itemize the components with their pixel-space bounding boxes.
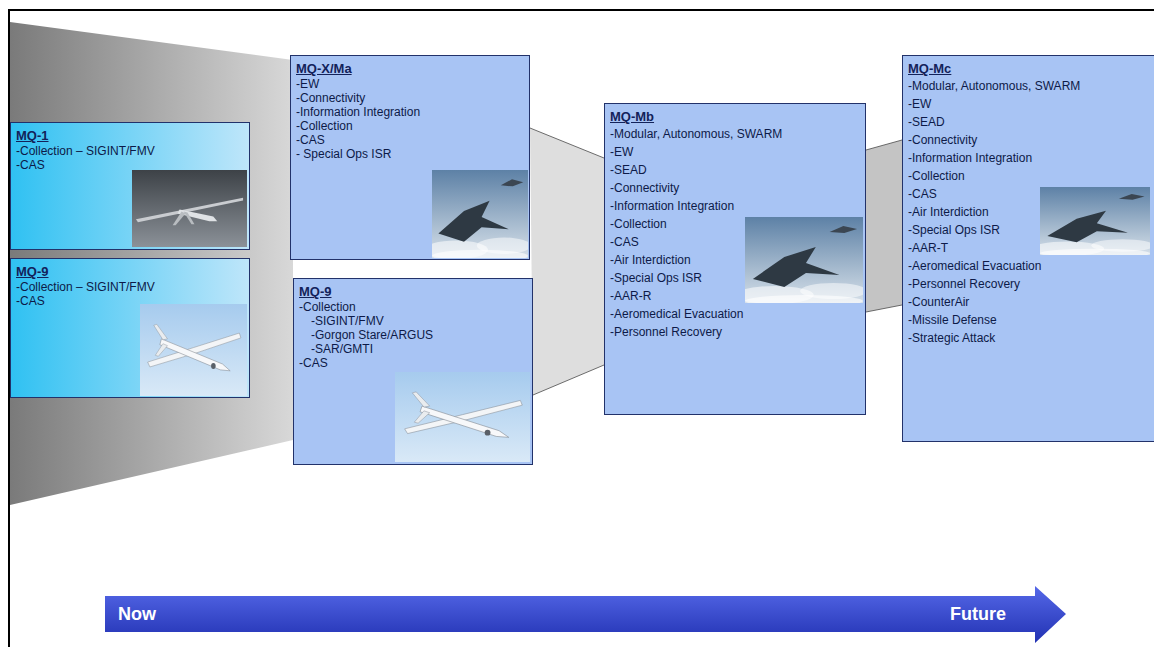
capability-item: -SAR/GMTI xyxy=(311,342,373,356)
drone-box: MQ-Mc-Modular, Autonomous, SWARM-EW-SEAD… xyxy=(902,55,1154,442)
drone-box: MQ-1-Collection – SIGINT/FMV-CAS xyxy=(10,122,250,250)
capability-item: -Missile Defense xyxy=(908,311,997,329)
box-fill xyxy=(293,278,533,465)
capability-item: -Information Integration xyxy=(908,149,1032,167)
box-fill xyxy=(902,55,1154,442)
capability-item: -Personnel Recovery xyxy=(908,275,1020,293)
capability-item: -SEAD xyxy=(610,161,647,179)
timeline-label: Now xyxy=(118,603,156,625)
capability-item: -Air Interdiction xyxy=(610,251,691,269)
box-heading: MQ-1 xyxy=(16,128,49,144)
drone-box: MQ-9-Collection – SIGINT/FMV-CAS xyxy=(10,258,250,398)
funnel-band xyxy=(530,128,604,395)
frame-line xyxy=(8,9,1154,11)
funnel-band xyxy=(866,140,902,312)
drone-photo xyxy=(140,304,247,396)
capability-item: -Information Integration xyxy=(296,105,420,119)
funnel-edge xyxy=(530,128,604,158)
capability-item: -CAS xyxy=(908,185,937,203)
box-fill xyxy=(604,103,866,415)
capability-item: -Collection – SIGINT/FMV xyxy=(16,144,155,158)
box-fill xyxy=(10,122,250,250)
capability-item: -Gorgon Stare/ARGUS xyxy=(311,328,433,342)
capability-item: -CAS xyxy=(299,356,328,370)
capability-item: -Collection xyxy=(296,119,353,133)
capability-item: -AAR-T xyxy=(908,239,948,257)
capability-item: -CAS xyxy=(610,233,639,251)
box-fill xyxy=(10,258,250,398)
capability-item: -CAS xyxy=(16,158,45,172)
capability-item: -Information Integration xyxy=(610,197,734,215)
box-heading: MQ-X/Ma xyxy=(296,61,352,77)
capability-item: -CAS xyxy=(296,133,325,147)
capability-item: -Special Ops ISR xyxy=(908,221,1000,239)
capability-item: - Special Ops ISR xyxy=(296,147,391,161)
capability-item: -Connectivity xyxy=(908,131,977,149)
box-heading: MQ-Mc xyxy=(908,61,951,77)
box-heading: MQ-9 xyxy=(299,284,332,300)
capability-item: -Air Interdiction xyxy=(908,203,989,221)
capability-item: -EW xyxy=(610,143,633,161)
drone-box: MQ-Mb-Modular, Autonomous, SWARM-EW-SEAD… xyxy=(604,103,866,415)
capability-item: -Strategic Attack xyxy=(908,329,995,347)
capability-item: -Collection xyxy=(299,300,356,314)
capability-item: -Special Ops ISR xyxy=(610,269,702,287)
capability-item: -Collection – SIGINT/FMV xyxy=(16,280,155,294)
timeline-arrow xyxy=(105,586,1066,643)
capability-item: -SEAD xyxy=(908,113,945,131)
funnel-edge xyxy=(866,305,902,312)
box-heading: MQ-Mb xyxy=(610,109,654,125)
drone-photo xyxy=(132,170,247,247)
capability-item: -CAS xyxy=(16,294,45,308)
capability-item: -Aeromedical Evacuation xyxy=(908,257,1041,275)
capability-item: -Personnel Recovery xyxy=(610,323,722,341)
funnel-band xyxy=(10,22,293,505)
capability-item: -Connectivity xyxy=(296,91,365,105)
drone-box: MQ-9-Collection-SIGINT/FMV-Gorgon Stare/… xyxy=(293,278,533,465)
drone-box: MQ-X/Ma-EW-Connectivity-Information Inte… xyxy=(290,55,530,260)
funnel-edge xyxy=(866,140,902,150)
box-heading: MQ-9 xyxy=(16,264,49,280)
drone-photo xyxy=(424,170,531,262)
capability-item: -Modular, Autonomous, SWARM xyxy=(610,125,782,143)
capability-item: -EW xyxy=(908,95,931,113)
capability-item: -CounterAir xyxy=(908,293,969,311)
drone-photo xyxy=(1031,187,1154,258)
capability-item: -Collection xyxy=(610,215,667,233)
drone-photo xyxy=(395,372,530,462)
capability-item: -Modular, Autonomous, SWARM xyxy=(908,77,1080,95)
funnel-edge xyxy=(533,365,604,395)
capability-item: -EW xyxy=(296,77,319,91)
timeline-label: Future xyxy=(950,603,1006,625)
capability-item: -Connectivity xyxy=(610,179,679,197)
capability-item: -SIGINT/FMV xyxy=(311,314,384,328)
capability-item: -Collection xyxy=(908,167,965,185)
capability-item: -Aeromedical Evacuation xyxy=(610,305,743,323)
capability-item: -AAR-R xyxy=(610,287,651,305)
drone-photo xyxy=(735,217,867,307)
